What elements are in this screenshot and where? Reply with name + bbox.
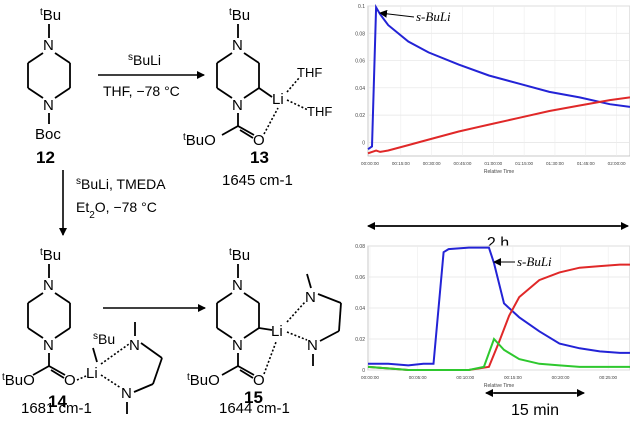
compound-number: 13 bbox=[250, 148, 269, 167]
annotation-pointer bbox=[379, 9, 415, 18]
li-atom: Li bbox=[272, 91, 284, 108]
reaction-arrow-thf: sBuLi THF, −78 °C bbox=[98, 52, 205, 99]
n-atom: N bbox=[43, 37, 54, 54]
reagent-sbuli-tmeda: sBuLi, TMEDA bbox=[76, 176, 166, 193]
chart-2h: 0 0.02 0.04 0.06 0.08 0.1 00:00:00 00:15:00 00:3… bbox=[355, 3, 630, 252]
x-tick-label: 00:25:00 bbox=[599, 375, 617, 380]
n-atom: N bbox=[232, 37, 243, 54]
series-line bbox=[368, 246, 630, 367]
compound-15: tBu N N Li N N tBuO O 15 1644 cm-1 bbox=[187, 247, 342, 417]
compound-number: 14 bbox=[48, 392, 67, 411]
plot-area bbox=[367, 5, 630, 157]
tbu-label: tBu bbox=[229, 247, 250, 265]
x-tick-label: 02:00:00 bbox=[608, 161, 626, 166]
x-axis-label: Relative Time bbox=[484, 169, 515, 175]
y-tick-label: 0.02 bbox=[355, 337, 365, 343]
n-atom: N bbox=[232, 277, 243, 294]
n-atom: N bbox=[232, 97, 243, 114]
n-atom: N bbox=[43, 337, 54, 354]
reagent-conditions: THF, −78 °C bbox=[103, 83, 180, 99]
n-atom: N bbox=[232, 337, 243, 354]
n-atom: N bbox=[129, 337, 140, 354]
y-tick-label: 0.06 bbox=[355, 59, 365, 65]
o-atom: O bbox=[253, 132, 265, 149]
tbuo-label: tBuO bbox=[183, 132, 216, 150]
y-tick-label: 0.02 bbox=[355, 113, 365, 119]
x-tick-label: 01:15:00 bbox=[515, 161, 533, 166]
n-atom: N bbox=[307, 337, 318, 354]
li-atom: Li bbox=[86, 365, 98, 382]
y-tick-label: 0 bbox=[362, 368, 365, 374]
tbuo-label: tBuO bbox=[187, 372, 220, 390]
n-atom: N bbox=[43, 97, 54, 114]
x-tick-label: 01:45:00 bbox=[577, 161, 595, 166]
li-atom: Li bbox=[271, 323, 283, 340]
x-tick-label: 00:05:00 bbox=[409, 375, 427, 380]
chart-15min: 0 0.02 0.04 0.06 0.08 00:00:00 00:05:00 00:10:0… bbox=[355, 244, 630, 419]
reagent-sbuli: sBuLi bbox=[128, 52, 161, 69]
tbuo-label: tBuO bbox=[2, 372, 35, 390]
x-tick-label: 01:30:00 bbox=[546, 161, 564, 166]
x-axis-label: Relative Time bbox=[484, 383, 515, 389]
y-tick-label: 0.1 bbox=[358, 4, 365, 10]
compound-13: tBu N N Li THF THF tBuO O 13 1645 cm-1 bbox=[183, 7, 332, 190]
ir-frequency: 1645 cm-1 bbox=[222, 172, 293, 189]
x-tick-label: 00:15:00 bbox=[392, 161, 410, 166]
boc-label: Boc bbox=[35, 126, 61, 143]
span-label: 15 min bbox=[511, 402, 559, 419]
n-atom: N bbox=[121, 385, 132, 402]
n-atom: N bbox=[305, 289, 316, 306]
compound-14: tBu N N tBuO O Li sBu N N 14 1681 cm-1 bbox=[2, 247, 163, 417]
tbu-label: tBu bbox=[40, 7, 61, 25]
y-tick-label: 0 bbox=[362, 140, 365, 146]
series-line bbox=[367, 337, 630, 371]
x-tick-label: 00:10:00 bbox=[456, 375, 474, 380]
x-tick-label: 00:20:00 bbox=[552, 375, 570, 380]
reaction-arrow-tmeda: sBuLi, TMEDA Et2O, −78 °C bbox=[59, 170, 166, 236]
y-tick-label: 0.08 bbox=[355, 31, 365, 37]
y-tick-label: 0.04 bbox=[355, 86, 365, 92]
compound-number: 15 bbox=[244, 388, 263, 407]
tbu-label: tBu bbox=[40, 247, 61, 265]
series-line bbox=[367, 96, 630, 155]
y-tick-label: 0.08 bbox=[355, 244, 365, 250]
x-tick-label: 00:00:00 bbox=[361, 375, 379, 380]
sbu-label: sBu bbox=[93, 331, 115, 348]
compound-number: 12 bbox=[36, 148, 55, 167]
x-tick-label: 00:30:00 bbox=[423, 161, 441, 166]
n-atom: N bbox=[43, 277, 54, 294]
x-tick-label: 00:00:00 bbox=[361, 161, 379, 166]
ir-frequency: 1644 cm-1 bbox=[219, 400, 290, 417]
o-atom: O bbox=[253, 372, 265, 389]
annotation-label: s-BuLi bbox=[517, 254, 552, 269]
thf-ligand: THF bbox=[307, 104, 332, 119]
x-tick-label: 00:15:00 bbox=[504, 375, 522, 380]
series-line bbox=[367, 3, 630, 151]
x-tick-label: 00:45:00 bbox=[454, 161, 472, 166]
y-tick-label: 0.04 bbox=[355, 306, 365, 312]
compound-12: tBu N N Boc 12 bbox=[27, 7, 71, 167]
tbu-label: tBu bbox=[229, 7, 250, 25]
y-tick-label: 0.06 bbox=[355, 275, 365, 281]
reagent-solvent: Et2O, −78 °C bbox=[76, 199, 157, 221]
ir-frequency: 1681 cm-1 bbox=[21, 400, 92, 417]
annotation-label: s-BuLi bbox=[416, 9, 451, 24]
thf-ligand: THF bbox=[297, 65, 322, 80]
o-atom: O bbox=[64, 372, 76, 389]
x-tick-label: 01:00:00 bbox=[484, 161, 502, 166]
